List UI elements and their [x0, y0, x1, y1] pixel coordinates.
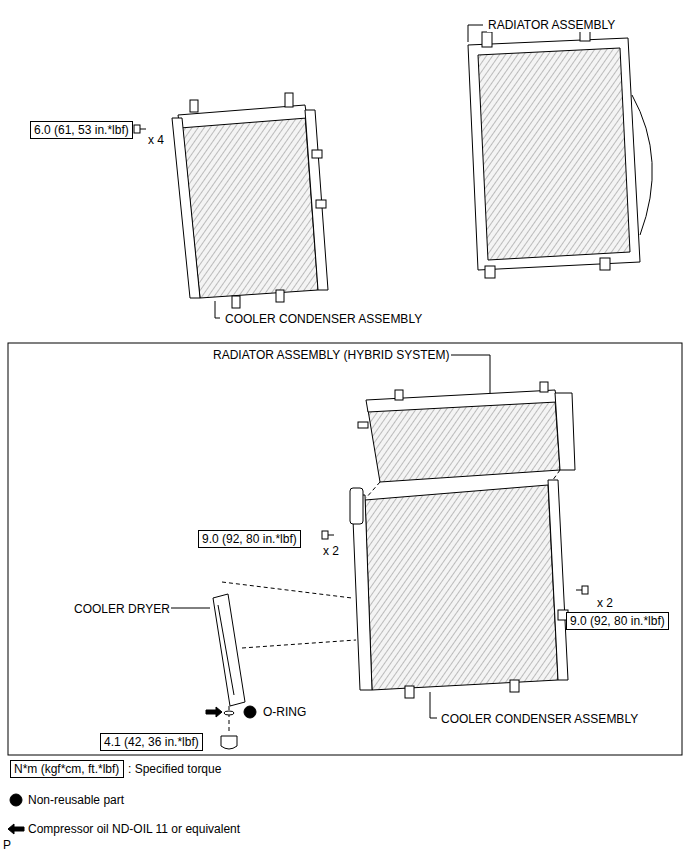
- torque-box: 9.0 (92, 80 in.*lbf): [566, 612, 669, 630]
- cooler-dryer: [213, 594, 245, 706]
- part-name: RADIATOR ASSEMBLY (HYBRID SYSTEM): [212, 348, 451, 362]
- leader-line: [468, 25, 483, 42]
- cooler-condenser: [172, 93, 328, 308]
- oil-arrow: [206, 707, 222, 717]
- torque-value: 9.0 (92, 80 in.*lbf): [202, 532, 297, 546]
- assembly-line: [222, 470, 560, 734]
- part-name: RADIATOR ASSEMBLY: [487, 18, 616, 32]
- torque-value: N*m (kgf*cm, ft.*lbf): [14, 762, 119, 776]
- leader-line: [446, 355, 490, 394]
- bolt-symbol: [134, 125, 146, 133]
- torque-box: 9.0 (92, 80 in.*lbf): [198, 530, 301, 548]
- cooler-condenser: [350, 480, 568, 698]
- leader-line: [215, 301, 220, 318]
- legend-text: Non-reusable part: [28, 793, 124, 807]
- torque-value: 6.0 (61, 53 in.*lbf): [34, 123, 129, 137]
- torque-value: 4.1 (42, 36 in.*lbf): [104, 735, 199, 749]
- legend-text: : Specified torque: [128, 762, 221, 776]
- hybrid-frame: [8, 343, 682, 755]
- legend-text: Compressor oil ND-OIL 11 or equivalent: [28, 822, 240, 836]
- non-reusable-mark: [244, 706, 256, 718]
- non-reusable-mark: [10, 794, 22, 806]
- oil-arrow: [8, 824, 24, 834]
- page-mark: P: [2, 838, 12, 852]
- leader-line: [430, 692, 437, 718]
- bolt-symbol: [576, 586, 588, 594]
- torque-box: 4.1 (42, 36 in.*lbf): [100, 733, 203, 751]
- quantity: x 2: [322, 544, 340, 558]
- part-name: COOLER CONDENSER ASSEMBLY: [224, 312, 423, 326]
- quantity: x 2: [596, 596, 614, 610]
- torque-box: 6.0 (61, 53 in.*lbf): [30, 121, 133, 139]
- dryer-cap: [221, 736, 237, 749]
- radiator: [468, 28, 652, 278]
- o-ring: [224, 711, 234, 715]
- part-name: COOLER CONDENSER ASSEMBLY: [440, 712, 639, 726]
- bolt-symbol: [322, 531, 334, 539]
- quantity: x 4: [147, 133, 165, 147]
- part-name: O-RING: [262, 705, 307, 719]
- torque-value: 9.0 (92, 80 in.*lbf): [570, 614, 665, 628]
- torque-unit-box: N*m (kgf*cm, ft.*lbf): [10, 760, 124, 778]
- part-name: COOLER DRYER: [73, 602, 171, 616]
- hybrid-radiator: [358, 382, 575, 482]
